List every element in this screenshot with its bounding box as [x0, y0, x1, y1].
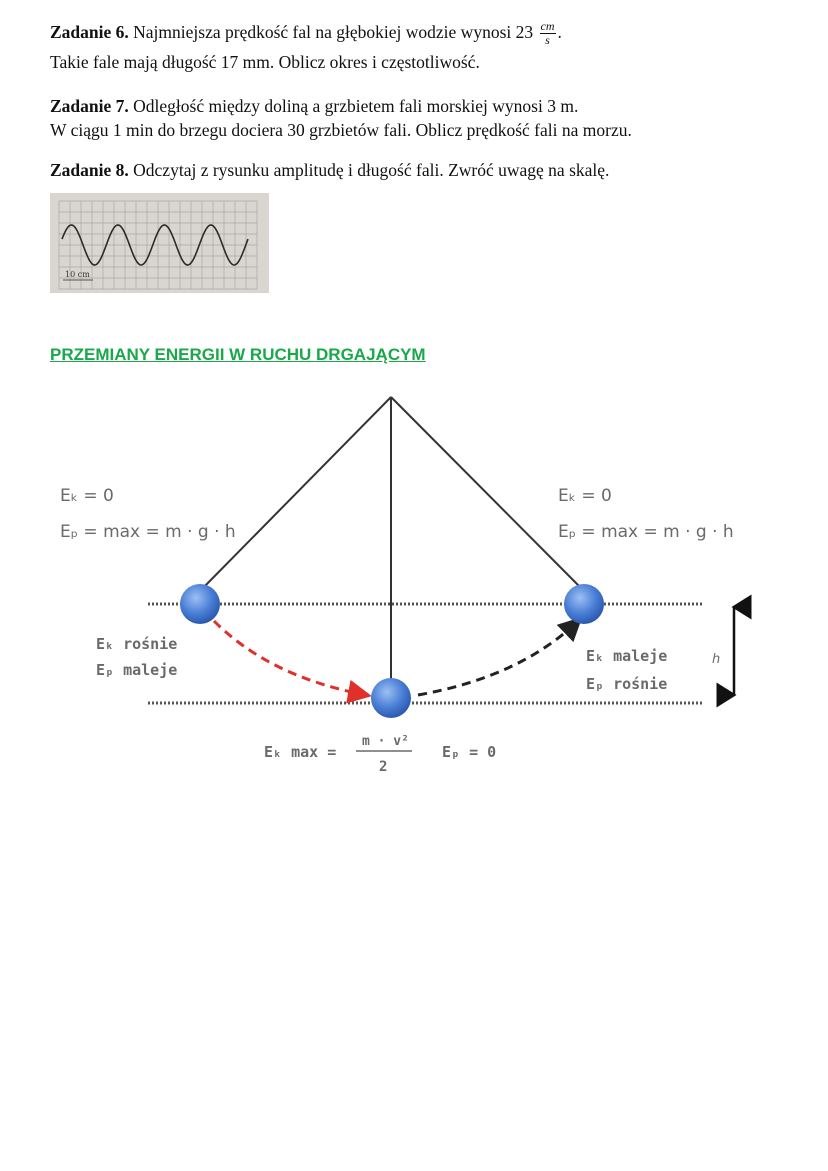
task-8: Zadanie 8. Odczytaj z rysunku amplitudę … — [50, 158, 609, 182]
wave-curve — [61, 224, 249, 266]
bottom-ek-label: Eₖ max = — [264, 743, 336, 761]
wave-grid — [58, 200, 258, 290]
task-7: Zadanie 7. Odległość między doliną a grz… — [50, 94, 632, 142]
task-6-text: Najmniejsza prędkość fal na głębokiej wo… — [133, 22, 534, 42]
ball-right — [564, 584, 604, 624]
task-6-label: Zadanie 6. — [50, 22, 129, 42]
ball-bottom — [371, 678, 411, 718]
wave-figure-background — [50, 193, 269, 293]
left-arc-ek-label: Eₖ rośnie — [96, 635, 177, 653]
unit-denominator: s — [545, 33, 550, 48]
bottom-ek-denominator: 2 — [379, 759, 387, 775]
bottom-ek-numerator: m · v² — [362, 734, 409, 749]
height-label: h — [712, 652, 720, 667]
task-6-line-1: Zadanie 6. Najmniejsza prędkość fal na g… — [50, 20, 562, 47]
right-arc-ek-label: Eₖ maleje — [586, 647, 667, 665]
left-arc-ep-label: Eₚ maleje — [96, 661, 177, 679]
right-ek-label: Eₖ = 0 — [558, 486, 612, 506]
arc-right-arrow — [417, 616, 583, 697]
left-ek-label: Eₖ = 0 — [60, 486, 114, 506]
bottom-ep-label: Eₚ = 0 — [442, 743, 496, 761]
task-8-text: Odczytaj z rysunku amplitudę i długość f… — [133, 160, 610, 180]
task-6-period: . — [557, 22, 562, 42]
string-left — [199, 396, 392, 592]
task-6: Zadanie 6. Najmniejsza prędkość fal na g… — [50, 20, 562, 74]
task-7-label: Zadanie 7. — [50, 96, 129, 116]
task-7-line-2: W ciągu 1 min do brzegu dociera 30 grzbi… — [50, 120, 632, 140]
unit-fraction: cm s — [539, 19, 556, 48]
right-ep-label: Eₚ = max = m · g · h — [558, 522, 734, 542]
arc-left-arrow — [212, 619, 372, 704]
scale-label: 10 cm — [65, 270, 90, 279]
right-arc-ep-label: Eₚ rośnie — [586, 675, 667, 693]
task-8-label: Zadanie 8. — [50, 160, 129, 180]
left-ep-label: Eₚ = max = m · g · h — [60, 522, 236, 542]
pendulum-diagram: h Eₖ = 0 Eₚ = max = m · g · h Eₖ = 0 Eₚ … — [60, 396, 752, 775]
wave-figure: 10 cm — [50, 193, 269, 293]
ball-left — [180, 584, 220, 624]
task-6-line-2: Takie fale mają długość 17 mm. Oblicz ok… — [50, 52, 480, 73]
string-right — [390, 396, 585, 592]
task-7-text: Odległość między doliną a grzbietem fali… — [133, 96, 579, 116]
task-7-line-1: Zadanie 7. Odległość między doliną a grz… — [50, 94, 632, 118]
unit-numerator: cm — [539, 19, 556, 35]
section-title: PRZEMIANY ENERGII W RUCHU DRGAJĄCYM — [50, 345, 426, 364]
